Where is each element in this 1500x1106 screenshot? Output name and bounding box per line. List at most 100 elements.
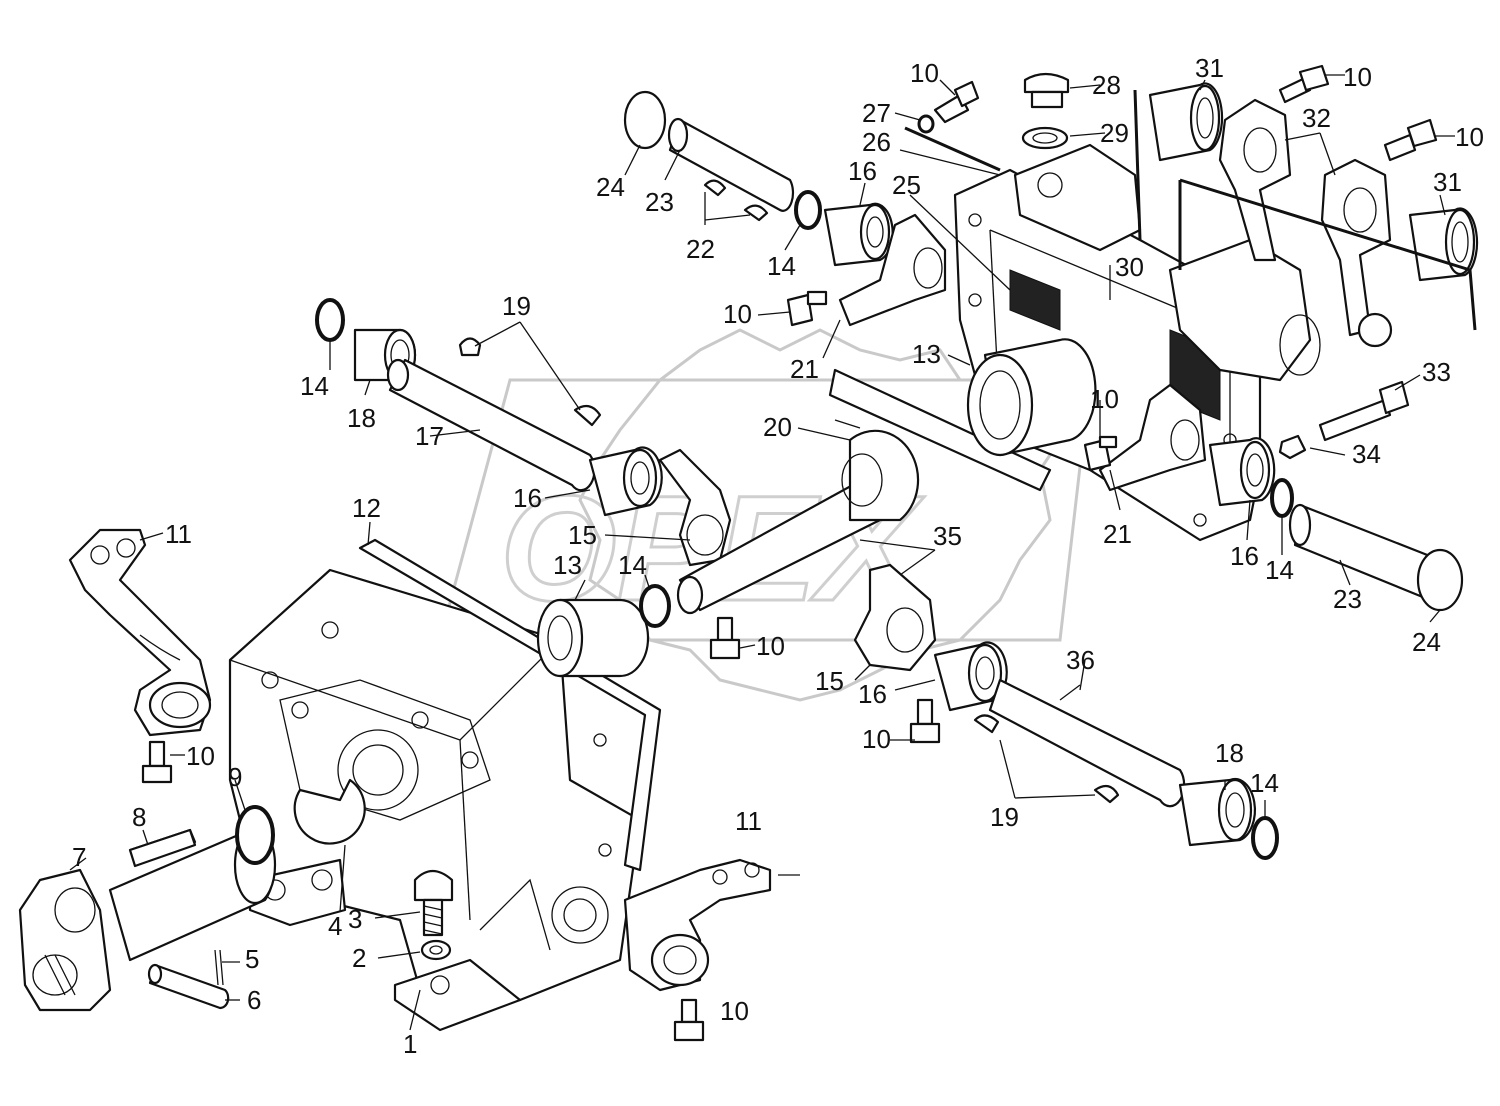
label-11-right: 11: [735, 806, 762, 836]
label-12: 12: [352, 493, 381, 523]
part-key-8: [128, 828, 197, 868]
label-30: 30: [1115, 252, 1144, 282]
label-14-lr: 14: [1250, 768, 1279, 798]
part-bushing-13-lower: [536, 598, 650, 678]
label-11-left: 11: [165, 519, 192, 549]
part-bushing-18-lr: [1178, 777, 1257, 847]
part-bolt-10-top-right-a: [1278, 64, 1330, 104]
part-washer-14-right: [1270, 478, 1294, 518]
part-pin-6: [147, 963, 230, 1010]
part-washer-29: [1021, 126, 1069, 150]
part-key-19-lower: [973, 714, 1120, 804]
label-14-top: 14: [767, 251, 796, 281]
part-washer-14-ul: [315, 298, 345, 342]
label-17: 17: [415, 421, 444, 451]
label-14-right: 14: [1265, 555, 1294, 585]
part-bushing-16-top: [823, 202, 894, 267]
label-36: 36: [1066, 645, 1095, 675]
label-27: 27: [862, 98, 891, 128]
part-washer-27: [917, 114, 935, 134]
part-gasket-12: [358, 538, 662, 872]
label-29: 29: [1100, 118, 1129, 148]
part-fork-15-upper: [658, 448, 732, 567]
label-31-right: 31: [1433, 167, 1462, 197]
part-bolt-33: [1318, 380, 1410, 442]
label-9: 9: [228, 762, 242, 792]
label-33: 33: [1422, 357, 1451, 387]
leader-lines: [69, 74, 1455, 1031]
part-bolt-3: [413, 869, 454, 937]
label-20: 20: [763, 412, 792, 442]
part-lever-shaft-7: [18, 825, 277, 1012]
label-14-ul: 14: [300, 371, 329, 401]
part-cap-24-right: [1416, 548, 1464, 612]
part-washer-14-top: [794, 190, 822, 230]
label-16-lower: 16: [858, 679, 887, 709]
label-1: 1: [403, 1029, 417, 1059]
part-bolt-10-lower-mid: [909, 698, 941, 744]
label-31-top: 31: [1195, 53, 1224, 83]
label-25: 25: [892, 170, 921, 200]
label-24-right: 24: [1412, 627, 1441, 657]
part-bolt-10-27: [933, 80, 980, 124]
label-10-right-arm: 10: [720, 996, 749, 1026]
label-10-top-right-b: 10: [1455, 122, 1484, 152]
label-16-mid: 16: [513, 483, 542, 513]
label-16-top: 16: [848, 156, 877, 186]
label-32: 32: [1302, 103, 1331, 133]
label-5: 5: [245, 944, 259, 974]
label-21-upper: 21: [790, 354, 819, 384]
part-bushing-16-lower: [933, 641, 1008, 712]
label-18-lr: 18: [1215, 738, 1244, 768]
label-10-left-arm: 10: [186, 741, 215, 771]
part-bolt-10-right-arm: [673, 998, 705, 1042]
label-10-upper-mid: 10: [723, 299, 752, 329]
label-4: 4: [328, 911, 342, 941]
label-23-right: 23: [1333, 584, 1362, 614]
part-gasket-30-lines: [1133, 89, 1477, 331]
label-35: 35: [933, 521, 962, 551]
label-21-lower: 21: [1103, 519, 1132, 549]
part-plug-28: [1023, 72, 1070, 109]
label-10-right-mid: 10: [1090, 384, 1119, 414]
label-8: 8: [132, 802, 146, 832]
part-nut-34: [1278, 434, 1307, 460]
part-arm-11-right: [623, 858, 772, 992]
label-10-top-right-a: 10: [1343, 62, 1372, 92]
label-15-upper: 15: [568, 520, 597, 550]
part-shaft-36: [988, 678, 1186, 808]
part-bushing-31-top: [1148, 82, 1224, 162]
part-washer-14-lr: [1251, 816, 1279, 860]
label-19-upper: 19: [502, 291, 531, 321]
label-22: 22: [686, 234, 715, 264]
label-16-right: 16: [1230, 541, 1259, 571]
label-23-upper: 23: [645, 187, 674, 217]
label-2: 2: [352, 943, 366, 973]
label-24-upper: 24: [596, 172, 625, 202]
part-fork-21-upper: [838, 213, 947, 327]
part-bushing-13-upper: [966, 338, 1097, 457]
label-15-lower: 15: [815, 666, 844, 696]
part-shaft-20: [676, 368, 1052, 615]
part-valve-body: [1013, 143, 1321, 382]
part-washer-14-mid: [639, 584, 671, 628]
part-cotter-5: [214, 949, 224, 986]
part-gasket-26-line: [904, 126, 1001, 172]
label-7: 7: [72, 842, 86, 872]
label-26: 26: [862, 127, 891, 157]
label-19-lower: 19: [990, 802, 1019, 832]
part-bolt-10-mid: [709, 616, 741, 660]
part-labels: 1 2 3 4 5 6 7 8 9 10 10 10 10 10 10 10 1…: [72, 53, 1484, 1059]
part-arm-32-a: [1218, 98, 1292, 262]
label-10-top: 10: [910, 58, 939, 88]
label-13-lower: 13: [553, 550, 582, 580]
part-bushing-16-right: [1208, 437, 1276, 507]
part-bolt-10-left-arm: [141, 740, 173, 784]
part-bolt-10-upper-mid: [786, 290, 828, 327]
label-3: 3: [348, 904, 362, 934]
part-washer-2: [420, 939, 452, 961]
part-arm-32-b: [1320, 158, 1393, 348]
part-bolt-10-top-right-b: [1383, 118, 1438, 162]
part-seal-9: [235, 805, 275, 865]
